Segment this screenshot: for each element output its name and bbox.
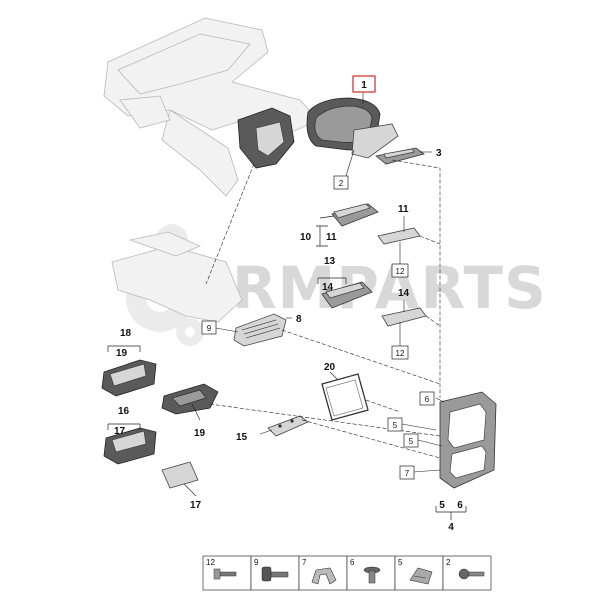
mat-part-17: [161, 461, 199, 489]
callout-7: 7: [405, 469, 410, 478]
tray-insert-part-19: [161, 383, 219, 415]
bolt-icon: [213, 568, 237, 580]
callout-8: 8: [296, 314, 302, 325]
callout-20: 20: [324, 362, 336, 373]
legend-cell-6: 6: [346, 555, 396, 591]
legend-cell-12: 12: [202, 555, 252, 591]
callout-6: 6: [425, 395, 430, 404]
vent-grille-part-8: [233, 313, 287, 347]
legend-label: 6: [350, 558, 355, 567]
callout-19a: 19: [116, 348, 128, 359]
callout-11b: 11: [398, 204, 409, 215]
dash-vent-part: [237, 107, 295, 169]
trim-strip-13: [321, 281, 373, 309]
callout-9-box: [201, 320, 217, 335]
callout-5-group: 5: [439, 500, 445, 511]
callout-4: 4: [448, 522, 454, 533]
frame-part-20: [321, 373, 369, 421]
callout-19b: 19: [194, 428, 206, 439]
legend-label: 7: [302, 558, 307, 567]
liner-part-11: [377, 227, 421, 245]
callout-17b: 17: [190, 500, 202, 511]
storage-tray-part-18: [101, 359, 157, 397]
flange-bolt-icon: [261, 566, 289, 582]
trim-strip-10: [331, 203, 379, 227]
legend-cell-7: 7: [298, 555, 348, 591]
leader-lines: [183, 92, 445, 497]
callout-18: 18: [120, 328, 132, 339]
callout-14a: 14: [322, 282, 334, 293]
callout-labels: 1 2 3 4 5 5 5 6 6 7 8 9 10 11 11 12 12 1…: [114, 75, 463, 533]
spring-nut-icon: [409, 567, 433, 585]
legend-label: 5: [398, 558, 403, 567]
callout-1: 1: [361, 80, 367, 91]
callout-12a-box: [391, 263, 409, 278]
callout-16: 16: [118, 406, 130, 417]
watermark-text: RMPARTS: [232, 254, 547, 322]
bracket-part-3: [375, 147, 425, 165]
callout-5b-box: [403, 433, 419, 448]
callout-3: 3: [436, 148, 442, 159]
fastener-legend: 12 9 7 6: [202, 555, 492, 591]
center-tunnel-ghost: [111, 231, 243, 323]
console-panel-part-4: [439, 391, 497, 489]
legend-cell-5: 5: [394, 555, 444, 591]
legend-cell-9: 9: [250, 555, 300, 591]
callout-6-box: [419, 391, 435, 406]
screw-icon: [458, 568, 485, 580]
rivet-icon: [363, 566, 381, 584]
callout-13: 13: [324, 256, 336, 267]
legend-label: 12: [206, 558, 215, 567]
legend-label: 9: [254, 558, 259, 567]
callout-10: 10: [300, 232, 312, 243]
callout-2: 2: [339, 179, 344, 188]
callout-12b-box: [391, 345, 409, 360]
callout-5a-box: [387, 417, 403, 432]
armrest-part: [306, 97, 399, 159]
storage-box-part-16: [103, 427, 157, 465]
callout-12a: 12: [396, 267, 405, 276]
callout-2-box: [333, 175, 349, 190]
callout-14b: 14: [398, 288, 410, 299]
legend-cell-2: 2: [442, 555, 492, 591]
callout-11a: 11: [326, 232, 337, 243]
clip-icon: [311, 567, 337, 585]
dashboard-ghost: [103, 17, 319, 197]
callout-7-box: [399, 465, 415, 480]
callout-12b: 12: [396, 349, 405, 358]
legend-label: 2: [446, 558, 451, 567]
bracket-part-15: [267, 415, 309, 437]
callout-6-group: 6: [457, 500, 463, 511]
callout-17a: 17: [114, 426, 126, 437]
callout-9: 9: [207, 324, 212, 333]
callout-5a: 5: [393, 421, 398, 430]
callout-1-box: [352, 75, 376, 93]
callout-5b: 5: [409, 437, 414, 446]
callout-brackets: [107, 215, 467, 520]
watermark: RMPARTS: [126, 224, 547, 346]
callout-15: 15: [236, 432, 248, 443]
